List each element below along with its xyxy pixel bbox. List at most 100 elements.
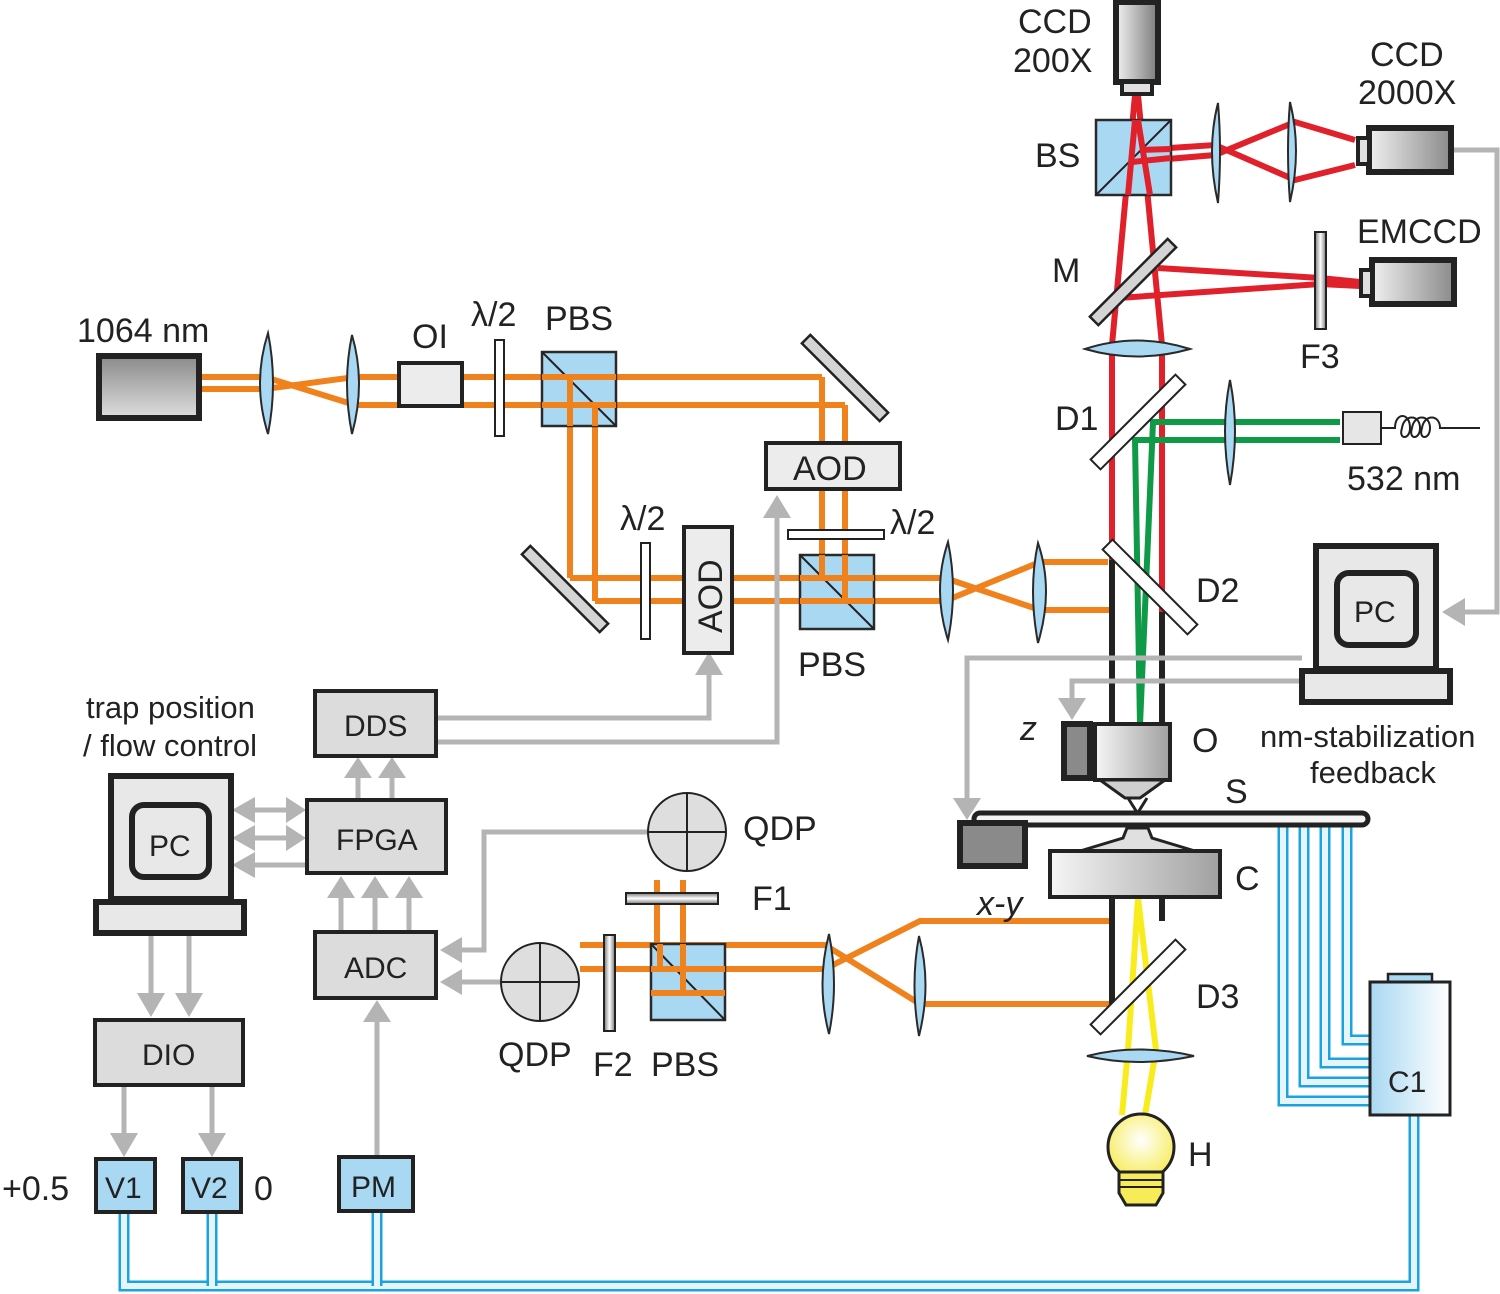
half-wave-plate (787, 529, 885, 540)
qdp-detector-left (500, 942, 580, 1022)
beam-splitter-label: BS (1035, 137, 1080, 175)
ir-beam-overlay (800, 555, 874, 604)
aod (682, 525, 734, 655)
filter-f1-label: F1 (752, 880, 792, 918)
dichroic-d1-label: D1 (1055, 400, 1098, 438)
lens (939, 538, 954, 644)
filter-f2-label: F2 (593, 1046, 633, 1084)
ccd-2000x-camera (1356, 125, 1454, 175)
dds-label: DDS (344, 710, 407, 743)
mirror-m (1088, 237, 1178, 327)
qdp-top-label: QDP (743, 810, 817, 848)
lens (1081, 339, 1194, 358)
ccd-2000x-label-1: CCD (1370, 36, 1444, 74)
filter-f1 (625, 892, 719, 905)
objective-label: O (1192, 722, 1218, 760)
dichroic-mirror-d1 (1089, 373, 1187, 471)
lens (1287, 101, 1297, 203)
z-stage-label: z (1019, 710, 1037, 748)
dichroic-d2-label: D2 (1196, 572, 1239, 610)
mirror-m-label: M (1052, 252, 1080, 290)
halogen-lamp-icon (1106, 1112, 1176, 1207)
stabilization-caption-2: feedback (1310, 755, 1436, 790)
aod (764, 441, 902, 491)
half-wave-plate-label: λ/2 (620, 500, 665, 538)
optical-isolator-label: OI (412, 318, 448, 356)
laser-532nm-label: 532 nm (1347, 460, 1460, 498)
aod-label: AOD (793, 450, 867, 488)
ir-beam-overlay (542, 374, 616, 426)
dichroic-mirror-d2 (1101, 538, 1199, 636)
filter-f2 (603, 934, 616, 1032)
chip-reservoir-c1 (1368, 972, 1452, 1117)
lens (1224, 379, 1236, 486)
emccd-label: EMCCD (1357, 213, 1482, 251)
lens (1211, 102, 1221, 204)
dds-box (313, 689, 438, 758)
adc-box (313, 930, 438, 1000)
condenser (1048, 826, 1222, 899)
dio-box (93, 1018, 245, 1087)
emccd-camera (1359, 257, 1457, 307)
power-meter (337, 1155, 415, 1213)
dio-label: DIO (142, 1039, 195, 1072)
lamp-label: H (1188, 1136, 1213, 1174)
red-beam-overlay (1125, 119, 1172, 196)
z-stage (1061, 721, 1093, 781)
ir-beam-overlay (651, 944, 725, 996)
dichroic-mirror-d3 (1089, 938, 1187, 1036)
sample-label: S (1225, 773, 1248, 811)
valve-v1-value: +0.5 (2, 1170, 69, 1208)
half-wave-plate-label: λ/2 (471, 296, 516, 334)
half-wave-plate (640, 542, 651, 640)
lens (821, 933, 835, 1035)
lens (346, 334, 360, 435)
aod-label: AOD (692, 559, 730, 633)
lens (1032, 539, 1047, 644)
polarizing-beam-splitter (798, 553, 876, 631)
lens (259, 329, 274, 435)
qdp-left-label: QDP (498, 1036, 572, 1074)
mirror (520, 544, 610, 634)
lens (913, 935, 927, 1037)
control-caption-2: / flow control (83, 728, 257, 763)
chip-reservoir-label: C1 (1388, 1066, 1426, 1099)
ccd-2000x-label-2: 2000X (1358, 74, 1456, 112)
valve-v1-label: V1 (105, 1172, 142, 1205)
valve-v1 (94, 1157, 157, 1214)
pbs-label: PBS (798, 646, 866, 684)
pbs-label: PBS (545, 300, 613, 338)
filter-f3 (1314, 231, 1327, 330)
optical-isolator (397, 361, 464, 408)
control-caption-1: trap position (86, 690, 255, 725)
stabilization-pc-label: PC (1354, 596, 1396, 629)
power-meter-label: PM (351, 1171, 396, 1204)
valve-v2-label: V2 (191, 1172, 228, 1205)
green-excitation-beam (1131, 419, 1340, 726)
mirror (800, 333, 890, 423)
objective (1093, 722, 1172, 831)
stabilization-caption-1: nm-stabilization (1260, 719, 1475, 754)
fluid-tubing (118, 825, 1420, 1292)
half-wave-plate (494, 339, 505, 437)
adc-label: ADC (344, 952, 407, 985)
pbs-label: PBS (651, 1046, 719, 1084)
ccd-200x-label-1: CCD (1018, 3, 1092, 41)
laser-1064nm-label: 1064 nm (77, 312, 209, 350)
xy-stage-label: x-y (975, 885, 1024, 923)
valve-v2 (181, 1157, 243, 1214)
control-pc (93, 773, 247, 936)
xy-stage (957, 820, 1028, 869)
condenser-label: C (1235, 860, 1260, 898)
ccd-200x-camera (1113, 0, 1161, 96)
polarizing-beam-splitter (649, 942, 727, 1022)
polarizing-beam-splitter (540, 350, 618, 428)
valve-v2-value: 0 (254, 1170, 273, 1208)
half-wave-plate-label: λ/2 (890, 504, 935, 542)
laser-1064nm (96, 353, 202, 421)
dichroic-d3-label: D3 (1196, 978, 1239, 1016)
signal-wires (110, 147, 1500, 1158)
ccd-200x-label-2: 200X (1013, 42, 1092, 80)
fpga-box (305, 798, 448, 875)
